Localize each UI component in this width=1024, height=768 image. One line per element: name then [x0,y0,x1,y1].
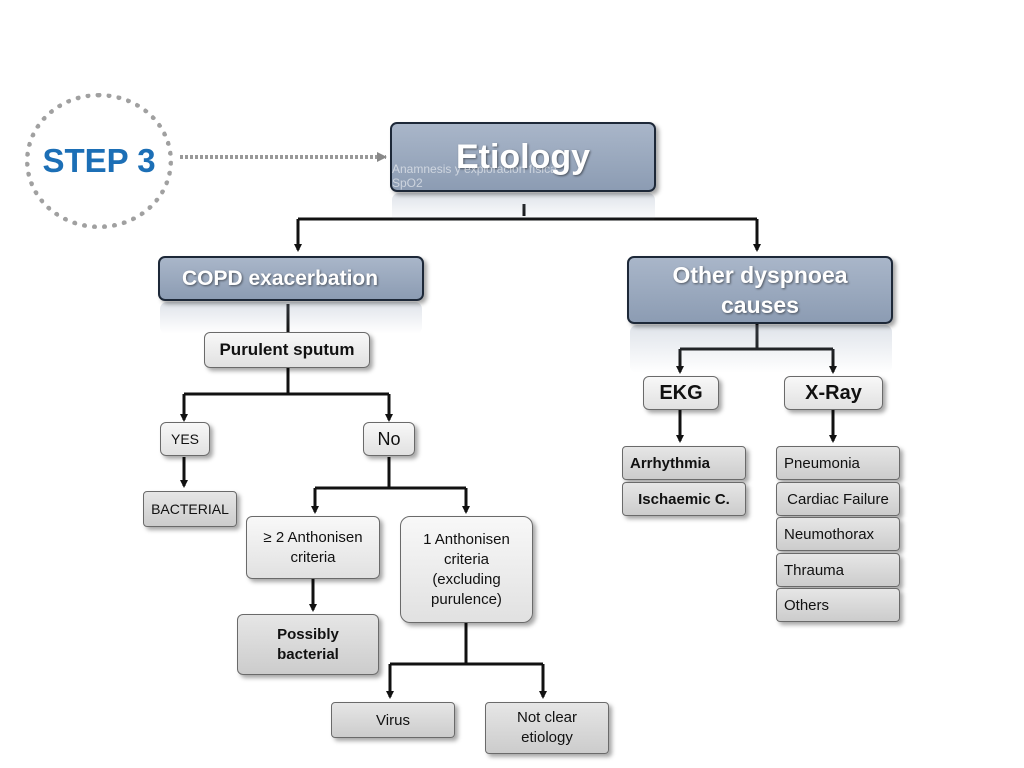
thrauma-node: Thrauma [776,553,900,587]
neumothorax-label: Neumothorax [784,525,875,543]
ghost-text-line2: SpO2 [392,176,423,190]
pneumonia-node: Pneumonia [776,446,900,480]
step-label: STEP 3 [42,142,156,179]
possibly-bacterial-node: Possibly bacterial [237,614,379,675]
no-node: No [363,422,415,456]
etiology-label: Etiology [455,137,591,176]
bacterial-label: BACTERIAL [151,501,229,517]
cardiac-failure-node: Cardiac Failure [776,482,900,516]
thrauma-label: Thrauma [784,561,845,579]
neumothorax-node: Neumothorax [776,517,900,551]
virus-node: Virus [331,702,455,738]
others-node: Others [776,588,900,622]
ischaemic-node: Ischaemic C. [622,482,746,516]
ghost-text-line1: Anamnesis y exploración física [392,162,557,176]
anthonisen-1-node: 1 Anthonisen criteria (excluding purulen… [400,516,533,623]
cardiac-failure-label: Cardiac Failure [787,490,889,508]
other-causes-label: Other dyspnoea causes [672,262,848,318]
anthonisen-1-label: 1 Anthonisen criteria (excluding purulen… [423,530,510,608]
not-clear-label: Not clear etiology [516,709,578,746]
arrhythmia-label: Arrhythmia [630,454,711,472]
anthonisen-2-node: ≥ 2 Anthonisen criteria [246,516,380,579]
etiology-node: Etiology [390,122,656,192]
others-label: Others [784,596,830,614]
yes-node: YES [160,422,210,456]
purulent-sputum-node: Purulent sputum [204,332,370,368]
ekg-node: EKG [643,376,719,410]
other-causes-node: Other dyspnoea causes [627,256,893,324]
no-label: No [377,428,401,449]
other-causes-reflection [630,325,892,373]
not-clear-etiology-node: Not clear etiology [485,702,609,754]
copd-label: COPD exacerbation [182,266,379,290]
ischaemic-label: Ischaemic C. [638,490,730,508]
possibly-bacterial-label: Possibly bacterial [277,625,339,663]
yes-label: YES [170,431,199,447]
bacterial-node: BACTERIAL [143,491,237,527]
arrhythmia-node: Arrhythmia [622,446,746,480]
virus-label: Virus [376,711,410,729]
copd-reflection [160,302,422,334]
step-badge: STEP 3 [25,93,173,229]
anthonisen-2-label: ≥ 2 Anthonisen criteria [263,528,363,566]
pneumonia-label: Pneumonia [784,454,860,472]
xray-label: X-Ray [805,381,862,404]
etiology-reflection [392,193,655,223]
ekg-label: EKG [659,381,703,404]
purulent-label: Purulent sputum [219,340,355,359]
copd-exacerbation-node: COPD exacerbation [158,256,424,301]
xray-node: X-Ray [784,376,883,410]
